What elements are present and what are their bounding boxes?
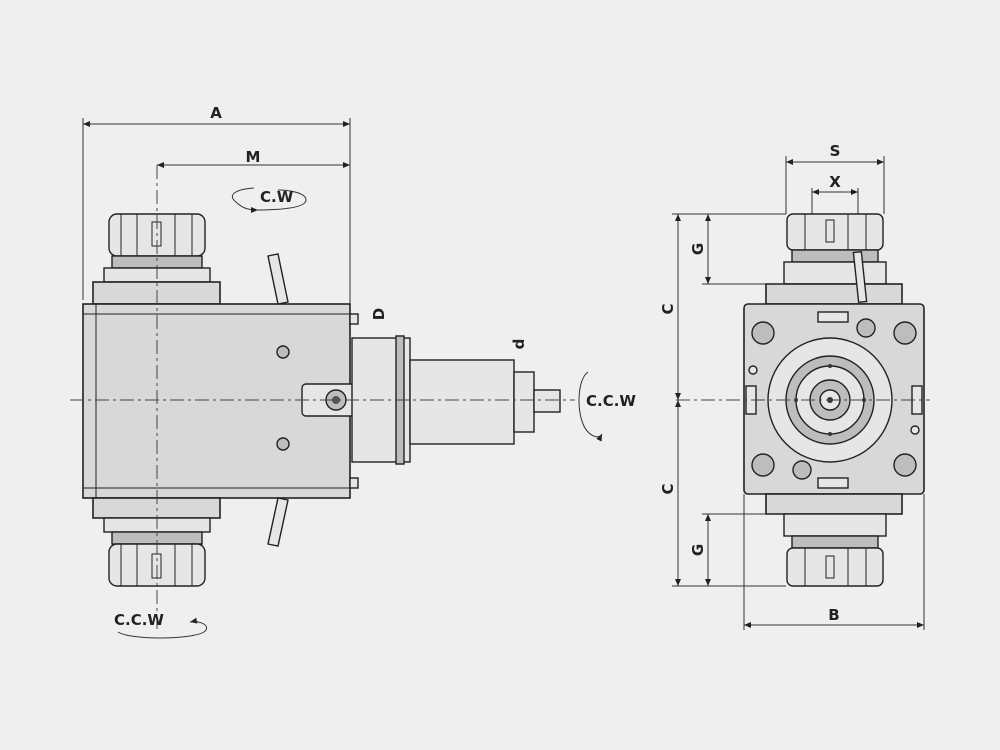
- dimension-x: X: [811, 173, 859, 214]
- dimension-a: A: [82, 104, 351, 312]
- dim-m-label: M: [246, 148, 261, 166]
- front-main-body: [743, 303, 925, 495]
- dim-d-label-lower: d: [510, 339, 528, 350]
- dim-x-label: X: [829, 173, 841, 191]
- front-top-collet: [765, 213, 903, 305]
- rot-ccw-bottom-label: C.C.W: [114, 611, 164, 629]
- dimension-c: C C: [659, 213, 786, 587]
- rotation-cw-top: C.W: [231, 187, 307, 213]
- dim-g-bottom-label: G: [689, 544, 707, 556]
- dim-d-label-upper: D: [370, 308, 388, 320]
- coolant-pipe-top: [267, 253, 289, 305]
- side-view: A M C.W: [70, 104, 636, 639]
- dimension-b: B: [743, 494, 925, 630]
- front-bottom-collet: [765, 493, 903, 587]
- rotation-ccw-bottom: C.C.W: [114, 611, 208, 639]
- coolant-pipe-bottom: [267, 497, 289, 547]
- rot-cw-top-label: C.W: [260, 188, 294, 206]
- dimension-s: S: [785, 142, 885, 214]
- dim-a-label: A: [210, 104, 222, 122]
- shank: [351, 335, 561, 465]
- front-pipe-top: [852, 250, 868, 304]
- dim-b-label: B: [828, 606, 839, 624]
- dimension-m: M: [157, 148, 350, 168]
- front-view: S X: [659, 142, 930, 630]
- dim-c-bottom-label: C: [659, 483, 677, 494]
- rot-ccw-spindle-label: C.C.W: [586, 392, 636, 410]
- dim-s-label: S: [830, 142, 841, 160]
- rotation-ccw-spindle: C.C.W: [578, 371, 636, 442]
- dim-g-top-label: G: [689, 243, 707, 255]
- dim-c-top-label: C: [659, 303, 677, 314]
- main-housing: [82, 303, 359, 499]
- dimension-g: G G: [689, 214, 784, 586]
